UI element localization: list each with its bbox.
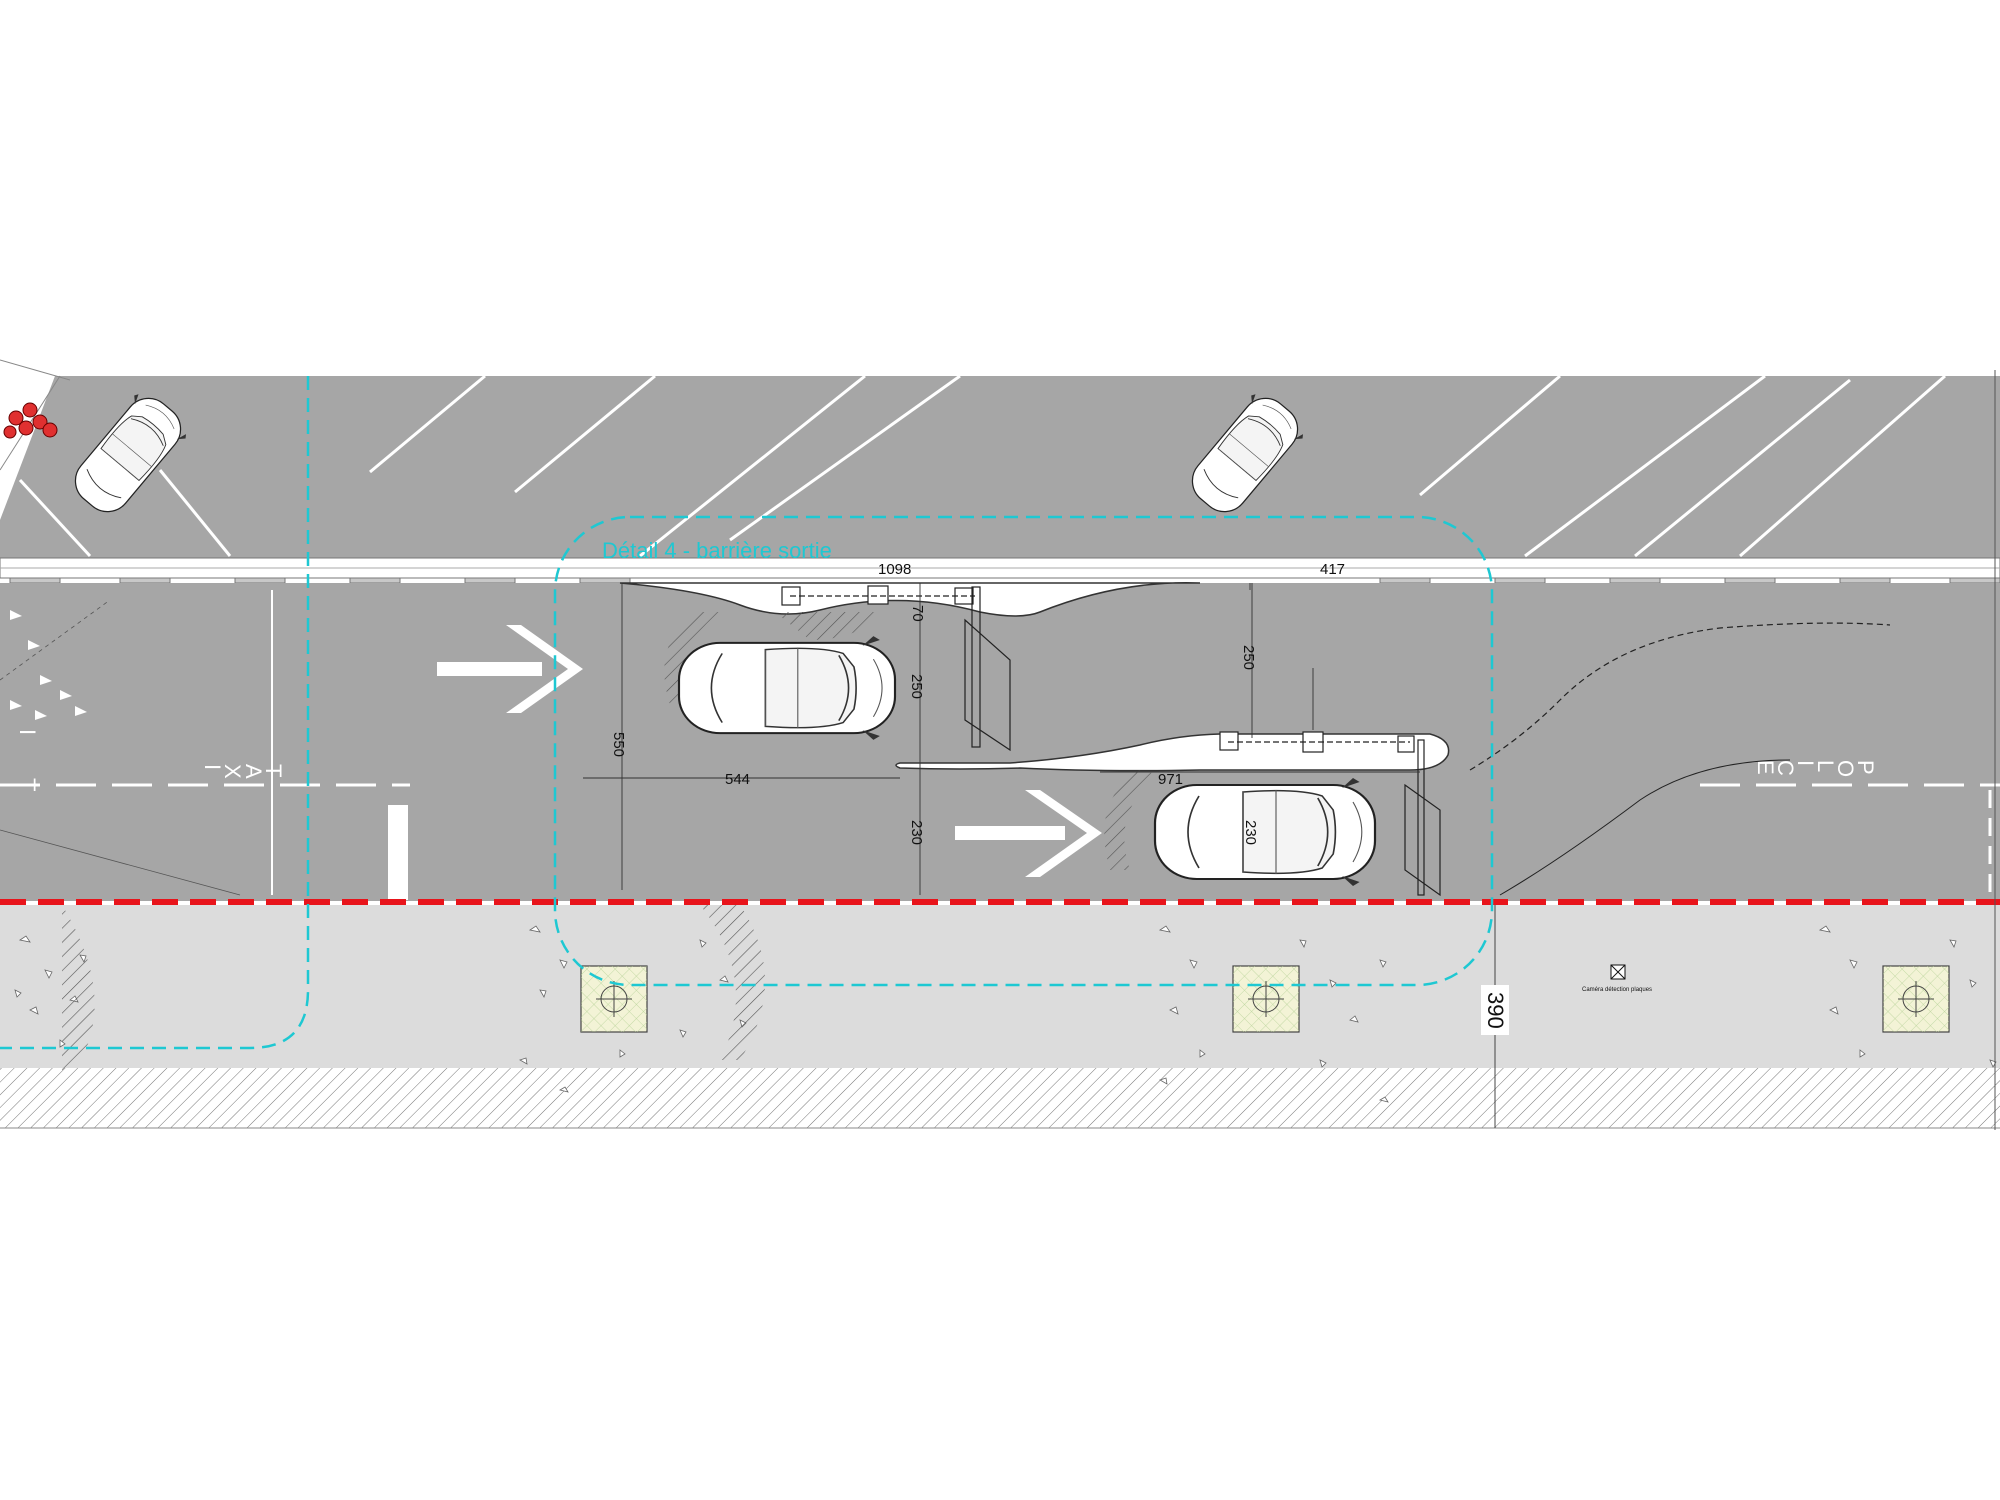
svg-text:C: C (1773, 760, 1798, 778)
dim-971: 971 (1158, 771, 1183, 788)
detail-title: Détail 4 - barrière sortie (602, 538, 832, 563)
svg-text:E: E (1753, 760, 1778, 777)
dim-250-car: 250 (908, 674, 925, 699)
dim-390: 390 (1483, 992, 1508, 1029)
barrier-plate-top (964, 618, 1011, 752)
tree-pit-2 (1232, 965, 1300, 1033)
swept-path-2 (1499, 759, 1791, 896)
car-top-view-2 (1153, 776, 1377, 888)
dim-70: 70 (909, 605, 926, 622)
tree-pit-3 (1882, 965, 1950, 1033)
lane-label-taxi: I X A T (200, 764, 286, 781)
hatch-sidewalk-left (62, 905, 95, 1070)
top-island (619, 581, 1201, 617)
parking-area (0, 376, 2000, 558)
svg-text:O: O (1833, 760, 1858, 779)
hatch-sidewalk-mid (700, 905, 765, 1060)
dim-250-gap: 250 (1240, 645, 1257, 670)
barrier-equipment-top (781, 585, 981, 748)
barrier-equipment-mid (1219, 731, 1425, 896)
dim-1098: 1098 (878, 561, 911, 578)
yield-marks (10, 610, 87, 720)
svg-text:L: L (1813, 760, 1838, 774)
parking-stripes (18, 374, 1946, 558)
svg-text:I: I (200, 764, 225, 772)
svg-text:X: X (220, 764, 245, 781)
tree-pit-1 (580, 965, 648, 1033)
swept-path (1469, 622, 1891, 771)
flower-icon (3, 402, 58, 439)
hatch-car-2 (1104, 770, 1160, 870)
dim-390-box (1481, 985, 1509, 1035)
camera-label: Caméra détection plaques (1582, 987, 1652, 993)
svg-text:I: I (15, 729, 40, 737)
sidewalk (0, 903, 2000, 1068)
corner-planting (0, 360, 55, 520)
detail-outline (553, 515, 1494, 987)
stop-bar (388, 805, 408, 900)
svg-text:P: P (1853, 760, 1878, 777)
svg-text:A: A (241, 764, 266, 781)
svg-text:T: T (261, 764, 286, 779)
dim-550: 550 (610, 732, 627, 757)
dim-544: 544 (725, 771, 750, 788)
dim-230-car: 230 (1242, 820, 1259, 845)
barrier-plate-mid (1404, 783, 1441, 897)
car-top-view-1 (677, 635, 897, 741)
hatch-car-1b (775, 612, 880, 640)
dim-230-left: 230 (908, 820, 925, 845)
sidewalk-hatch-band (0, 1068, 2000, 1128)
camera-box-icon (1610, 964, 1626, 980)
svg-text:I: I (1793, 760, 1818, 768)
svg-text:T: T (15, 778, 40, 793)
lane-label-partial: T I (15, 729, 40, 793)
lane-label-police: E C I L O P (1753, 760, 1878, 779)
right-arrow-marking-2 (955, 790, 1102, 877)
right-arrow-marking-1 (437, 625, 583, 713)
cyan-outline-left (0, 376, 310, 1050)
dim-417: 417 (1320, 561, 1345, 578)
